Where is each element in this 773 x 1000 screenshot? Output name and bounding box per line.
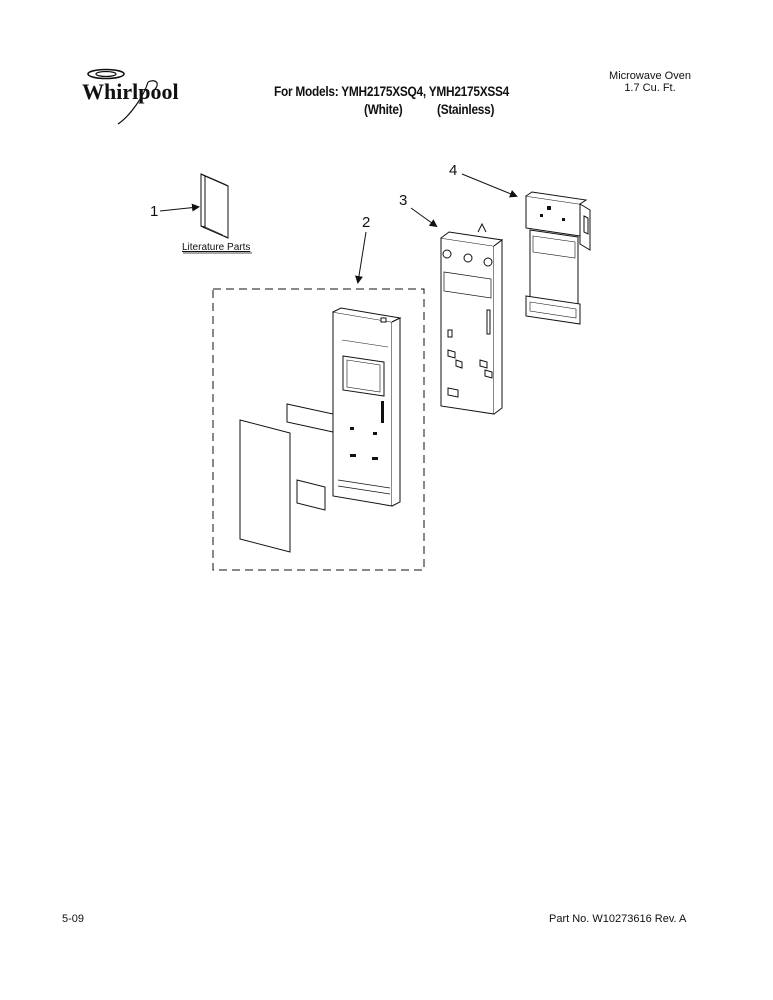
brand-wordmark: Whirlpool — [82, 79, 179, 104]
control-panel-front — [332, 307, 402, 507]
variant-white: (White) — [364, 102, 403, 117]
whirlpool-logo: Whirlpool — [78, 66, 198, 126]
models-heading: For Models: YMH2175XSQ4, YMH2175XSS4 — [274, 84, 510, 99]
product-capacity: 1.7 Cu. Ft. — [624, 82, 676, 94]
callout-arrow-1 — [159, 203, 200, 212]
callout-arrow-4 — [461, 173, 518, 198]
literature-parts-label: Literature Parts — [182, 242, 251, 253]
touchpad-overlay — [239, 419, 291, 553]
callout-4: 4 — [449, 162, 458, 179]
callout-arrow-3 — [410, 207, 438, 228]
label-strip — [296, 479, 326, 511]
callout-arrow-2 — [354, 231, 367, 284]
variant-stainless: (Stainless) — [437, 102, 495, 117]
page-number: 5-09 — [62, 913, 85, 925]
logo-swirl-icon: Whirlpool — [82, 68, 179, 125]
control-panel-kit-box — [212, 288, 425, 571]
part-number: Part No. W10273616 Rev. A — [549, 913, 687, 925]
control-bracket — [440, 222, 504, 415]
callout-3: 3 — [399, 192, 408, 209]
display-window — [286, 403, 334, 433]
product-description: Microwave Oven 1.7 Cu. Ft. — [600, 70, 700, 94]
callout-1: 1 — [150, 203, 159, 220]
mounting-bracket — [525, 191, 591, 325]
product-type: Microwave Oven — [609, 70, 691, 82]
callout-2: 2 — [362, 214, 371, 231]
literature-booklet — [200, 173, 229, 239]
